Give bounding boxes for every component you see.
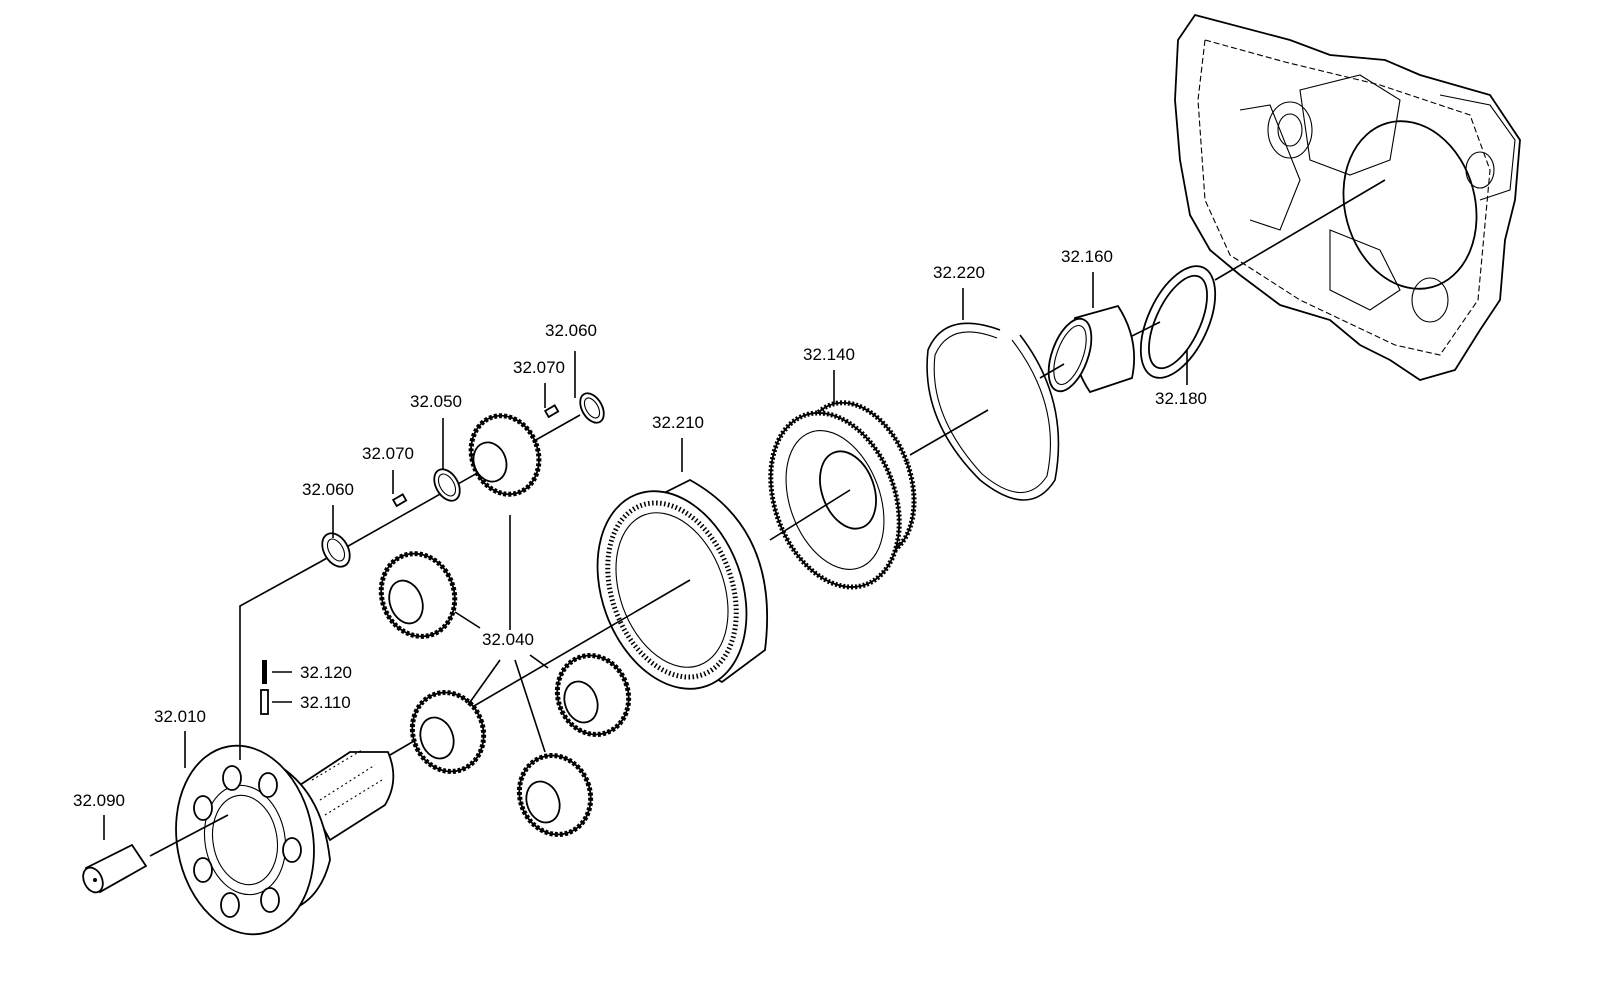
- snap-ring: [926, 322, 1060, 501]
- label-carrier: 32.010: [154, 707, 206, 726]
- planet-gear-bottom: [516, 753, 594, 837]
- label-washer-right: 32.060: [545, 321, 597, 340]
- seal-ring: [1139, 265, 1217, 379]
- label-ring-gear: 32.210: [652, 413, 704, 432]
- pin: [262, 660, 267, 684]
- washer-right: [579, 392, 605, 424]
- washer-mid: [433, 468, 461, 502]
- label-seal: 32.180: [1155, 389, 1207, 408]
- label-pin: 32.120: [300, 663, 352, 682]
- transmission-housing: [1174, 13, 1521, 381]
- bolt: [82, 843, 148, 894]
- label-planet-gears: 32.040: [482, 630, 534, 649]
- washer-left: [321, 532, 351, 568]
- planet-carrier: [175, 744, 395, 936]
- planet-gear-center: [409, 690, 487, 774]
- sleeve: [260, 689, 269, 715]
- sun-gear: [768, 400, 917, 590]
- label-snap-ring: 32.220: [933, 263, 985, 282]
- label-washer-mid: 32.050: [410, 392, 462, 411]
- planet-gear-top: [468, 413, 542, 497]
- label-needle-left: 32.070: [362, 444, 414, 463]
- label-bushing: 32.160: [1061, 247, 1113, 266]
- label-needle-right: 32.070: [513, 358, 565, 377]
- label-washer-left: 32.060: [302, 480, 354, 499]
- needle-right: [543, 404, 560, 419]
- label-sleeve: 32.110: [300, 693, 351, 712]
- planet-gear-left: [378, 551, 458, 639]
- bushing: [1047, 304, 1135, 394]
- label-sun-gear: 32.140: [803, 345, 855, 364]
- label-bolt: 32.090: [73, 791, 125, 810]
- planet-gear-right: [554, 653, 632, 737]
- needle-left: [391, 493, 408, 508]
